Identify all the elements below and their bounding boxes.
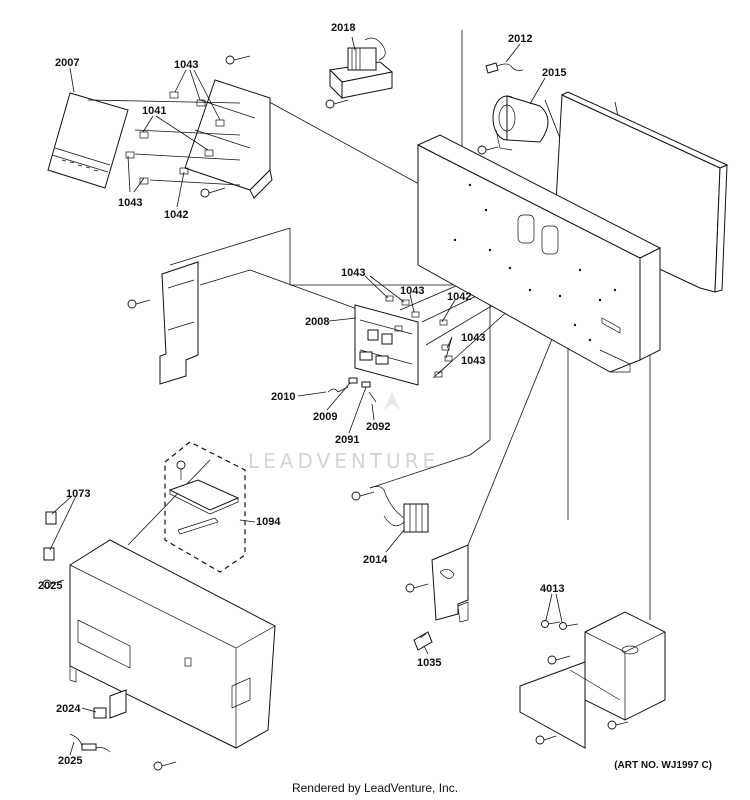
- label-1043: 1043: [400, 285, 424, 297]
- screw-icon: [127, 299, 151, 309]
- screw-icon: [535, 620, 629, 745]
- relay-board-2008[interactable]: [354, 295, 453, 386]
- fan-motor-2015[interactable]: [492, 95, 549, 151]
- switch-1073[interactable]: [43, 511, 57, 561]
- switch-2024[interactable]: [93, 689, 127, 719]
- label-1073: 1073: [66, 488, 90, 500]
- cover-panel[interactable]: [554, 91, 729, 293]
- clip-1035[interactable]: [413, 631, 433, 651]
- screw-icon: [200, 55, 251, 198]
- label-1043: 1043: [461, 332, 485, 344]
- label-2014: 2014: [363, 554, 388, 566]
- label-2025: 2025: [38, 580, 62, 592]
- small-parts-2009-2092[interactable]: [327, 377, 377, 403]
- label-2018: 2018: [331, 22, 355, 34]
- label-1042: 1042: [447, 291, 471, 303]
- wire-harness-2014[interactable]: [369, 486, 429, 533]
- label-2025: 2025: [58, 755, 82, 767]
- footer-credit: Rendered by LeadVenture, Inc.: [291, 781, 459, 795]
- label-1094: 1094: [256, 516, 281, 528]
- control-board-assembly[interactable]: [47, 79, 273, 199]
- label-1035: 1035: [417, 657, 441, 669]
- label-1041: 1041: [142, 105, 166, 117]
- label-1043: 1043: [118, 197, 142, 209]
- label-1042: 1042: [164, 209, 188, 221]
- wire-2012[interactable]: [485, 62, 524, 74]
- label-4013: 4013: [540, 583, 564, 595]
- junction-box-4013[interactable]: [519, 611, 666, 749]
- label-2092: 2092: [366, 421, 390, 433]
- label-2010: 2010: [271, 391, 295, 403]
- art-number: (ART NO. WJ1997 C): [614, 760, 712, 771]
- transformer-2018[interactable]: [328, 37, 394, 100]
- label-2007: 2007: [55, 57, 79, 69]
- screw-icon: [42, 579, 177, 771]
- screw-icon: [405, 583, 429, 593]
- main-back-panel[interactable]: [416, 134, 662, 373]
- label-2091: 2091: [335, 434, 359, 446]
- label-2012: 2012: [508, 33, 532, 45]
- label-2009: 2009: [313, 411, 337, 423]
- callout-leaders: [49, 36, 563, 756]
- side-bracket[interactable]: [159, 261, 199, 385]
- lower-housing[interactable]: [69, 539, 276, 749]
- screw-icon: [351, 491, 375, 501]
- screw-icon: [477, 145, 499, 155]
- part-labels: 2018 2012 2015 2007 1043 1041 1043 1042 …: [38, 22, 566, 767]
- screw-icon: [325, 99, 349, 109]
- watermark: LEADVENTURE: [248, 449, 439, 473]
- label-1043: 1043: [341, 267, 365, 279]
- label-2008: 2008: [305, 316, 329, 328]
- wire-2025[interactable]: [69, 733, 111, 753]
- watermark-logo: [384, 392, 400, 410]
- label-2015: 2015: [542, 67, 566, 79]
- kit-1094[interactable]: [164, 441, 246, 573]
- label-2024: 2024: [56, 703, 81, 715]
- mounting-plate[interactable]: [431, 544, 469, 623]
- label-1043: 1043: [174, 59, 198, 71]
- leader-lines: [127, 30, 651, 620]
- label-1043: 1043: [461, 355, 485, 367]
